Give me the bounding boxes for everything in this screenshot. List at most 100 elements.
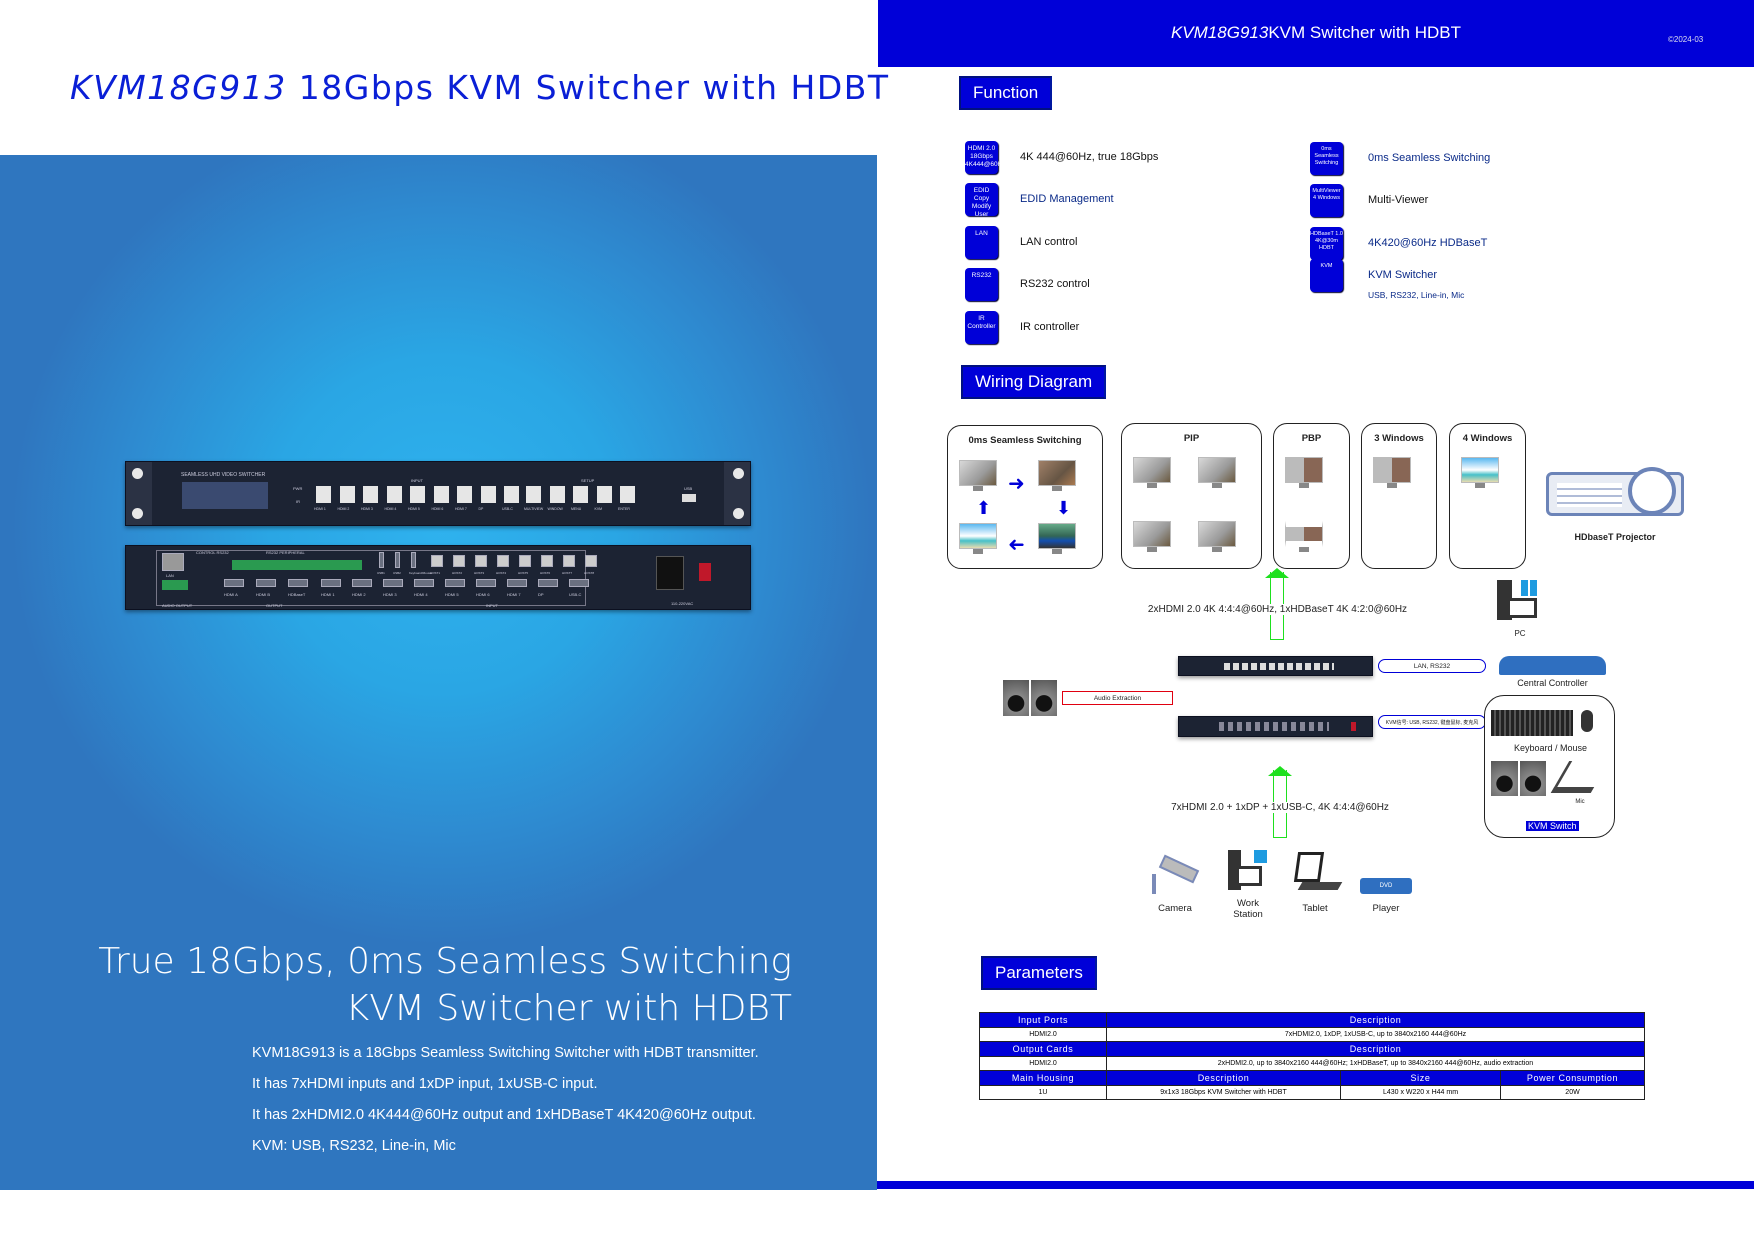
panel-pip: PIP xyxy=(1121,423,1262,569)
front-button-label: DP xyxy=(478,507,484,511)
pwr-label: PWR xyxy=(293,486,303,491)
footer-bar xyxy=(877,1181,1754,1189)
input-label: INPUT xyxy=(411,478,423,483)
cycle-arrow-icon: ⬇ xyxy=(1056,498,1072,518)
input-port-label: HDMI 5 xyxy=(445,592,459,597)
cell: 20W xyxy=(1500,1084,1645,1100)
audio-arrow-label: Audio Extraction xyxy=(1093,694,1142,702)
front-button-label: HDMI 6 xyxy=(431,507,444,511)
header-title-text: KVM Switcher with HDBT xyxy=(1268,23,1462,42)
header-cell: Output Cards xyxy=(979,1041,1107,1057)
description-line: It has 7xHDMI inputs and 1xDP input, 1xU… xyxy=(252,1076,598,1092)
cycle-arrow-icon: ⬆ xyxy=(976,498,992,518)
usb-port-label: Keyboard/Mouse xyxy=(409,571,432,575)
feature-text: 4K420@60Hz HDBaseT xyxy=(1368,237,1488,249)
audio-extraction-arrow: Audio Extraction xyxy=(1062,691,1173,705)
host-port-label: HOST8 xyxy=(584,571,595,575)
pc-label: PC xyxy=(1514,629,1526,638)
dvd-badge: DVD xyxy=(1379,883,1393,889)
panel-3-windows: 3 Windows xyxy=(1361,423,1437,569)
feature-icon: 0ms Seamless Switching xyxy=(1310,142,1343,175)
feature-subtext: USB, RS232, Line-in, Mic xyxy=(1368,290,1465,300)
feature-icon: RS232 xyxy=(965,268,998,301)
switcher-rear-small xyxy=(1178,716,1373,737)
pc-icon xyxy=(1497,580,1542,626)
input-port-label: DP xyxy=(538,592,544,597)
feature-text: LAN control xyxy=(1020,236,1078,248)
header-bar: KVM18G913KVM Switcher with HDBT ©2024-03 xyxy=(878,0,1754,67)
front-button xyxy=(620,486,635,503)
front-button-label: HDMI 3 xyxy=(361,507,373,511)
host-port-label: HOST3 xyxy=(474,571,485,575)
wiring-heading: Wiring Diagram xyxy=(961,365,1107,399)
front-button-label: HDMI 1 xyxy=(314,507,326,511)
model-name: KVM18G913 xyxy=(70,68,287,107)
device-front-panel: SEAMLESS UHD VIDEO SWITCHER PWR IR INPUT… xyxy=(125,461,751,526)
projector-icon xyxy=(1546,467,1684,516)
lan-label: LAN xyxy=(166,573,174,578)
front-button-label: USB-C xyxy=(502,507,513,511)
hero-banner xyxy=(0,155,877,1190)
feature-text: Multi-Viewer xyxy=(1368,194,1429,206)
central-controller-label: Central Controller xyxy=(1517,678,1588,688)
description-line: KVM: USB, RS232, Line-in, Mic xyxy=(252,1138,456,1154)
front-button xyxy=(549,486,565,503)
arrow-head xyxy=(1268,766,1292,776)
feature-text: 0ms Seamless Switching xyxy=(1368,152,1491,164)
switcher-front-small xyxy=(1178,656,1373,676)
function-heading: Function xyxy=(959,76,1053,110)
cycle-arrow-icon: ➜ xyxy=(1008,534,1025,556)
header-model: KVM18G913 xyxy=(1170,23,1269,42)
front-button-label: HDMI 7 xyxy=(455,507,467,511)
panel-4-windows: 4 Windows xyxy=(1449,423,1526,569)
speakers-icon xyxy=(1003,680,1057,716)
input-rear-label: INPUT xyxy=(486,603,498,608)
ir-label: IR xyxy=(296,499,300,504)
feature-icon: MultiViewer 4 Windows xyxy=(1310,184,1343,217)
front-button xyxy=(433,486,449,503)
front-button xyxy=(480,486,496,503)
device-rear-panel: LAN CONTROL RS232 RS232 PERIPHERAL AUDIO… xyxy=(125,545,751,610)
input-port-label: HDMI 6 xyxy=(476,592,490,597)
feature-text: 4K 444@60Hz, true 18Gbps xyxy=(1020,151,1159,163)
front-button xyxy=(386,486,402,503)
feature-icon: IR Controller xyxy=(965,311,998,344)
kvm-signal-arrow: KVM信号: USB, RS232, 键盘鼠标, 麦克风 xyxy=(1378,715,1486,729)
output-label: OUTPUT xyxy=(266,603,283,608)
feature-icon: HDMI 2.0 18Gbps 4K444@60Hz xyxy=(965,141,1006,174)
speakers-icon xyxy=(1491,761,1546,796)
source-label-workstation: Work Station xyxy=(1233,898,1263,920)
panel-title: 3 Windows xyxy=(1374,433,1424,444)
kvm-peripherals-box: Keyboard / Mouse Mic KVM Switch xyxy=(1484,695,1615,838)
feature-icon: EDID Copy Modify User xyxy=(965,183,998,218)
feature-text: KVM Switcher xyxy=(1368,269,1438,281)
front-button xyxy=(457,486,472,503)
header-cell: Power Consumption xyxy=(1500,1070,1645,1086)
front-brand: SEAMLESS UHD VIDEO SWITCHER xyxy=(181,472,266,478)
keyboard-mouse-label: Keyboard / Mouse xyxy=(1513,743,1588,753)
header-title: KVM18G913KVM Switcher with HDBT xyxy=(878,23,1754,43)
front-button xyxy=(526,486,541,503)
front-button-label: MENU xyxy=(571,507,582,511)
lan-rs232-arrow: LAN, RS232 xyxy=(1378,659,1486,673)
panel-pbp: PBP xyxy=(1273,423,1350,569)
header-cell: Main Housing xyxy=(979,1070,1107,1086)
header-cell: Input Ports xyxy=(979,1012,1107,1028)
header-cell: Description xyxy=(1106,1012,1645,1028)
input-port-label: HDMI 3 xyxy=(383,592,397,597)
workstation-icon xyxy=(1228,850,1270,894)
front-button xyxy=(504,486,519,503)
cell: HDMI2.0 xyxy=(979,1055,1107,1071)
header-cell: Description xyxy=(1106,1041,1645,1057)
front-button-label: HDMI 2 xyxy=(337,507,350,511)
source-label-camera: Camera xyxy=(1158,903,1192,914)
power-label: 110-220VAC xyxy=(671,601,694,606)
input-spec-text: 7xHDMI 2.0 + 1xDP + 1xUSB-C, 4K 4:4:4@60… xyxy=(1150,802,1410,813)
cell: 2xHDMI2.0, up to 3840x2160 444@60Hz; 1xH… xyxy=(1106,1055,1645,1071)
panel-title: PBP xyxy=(1301,433,1322,444)
